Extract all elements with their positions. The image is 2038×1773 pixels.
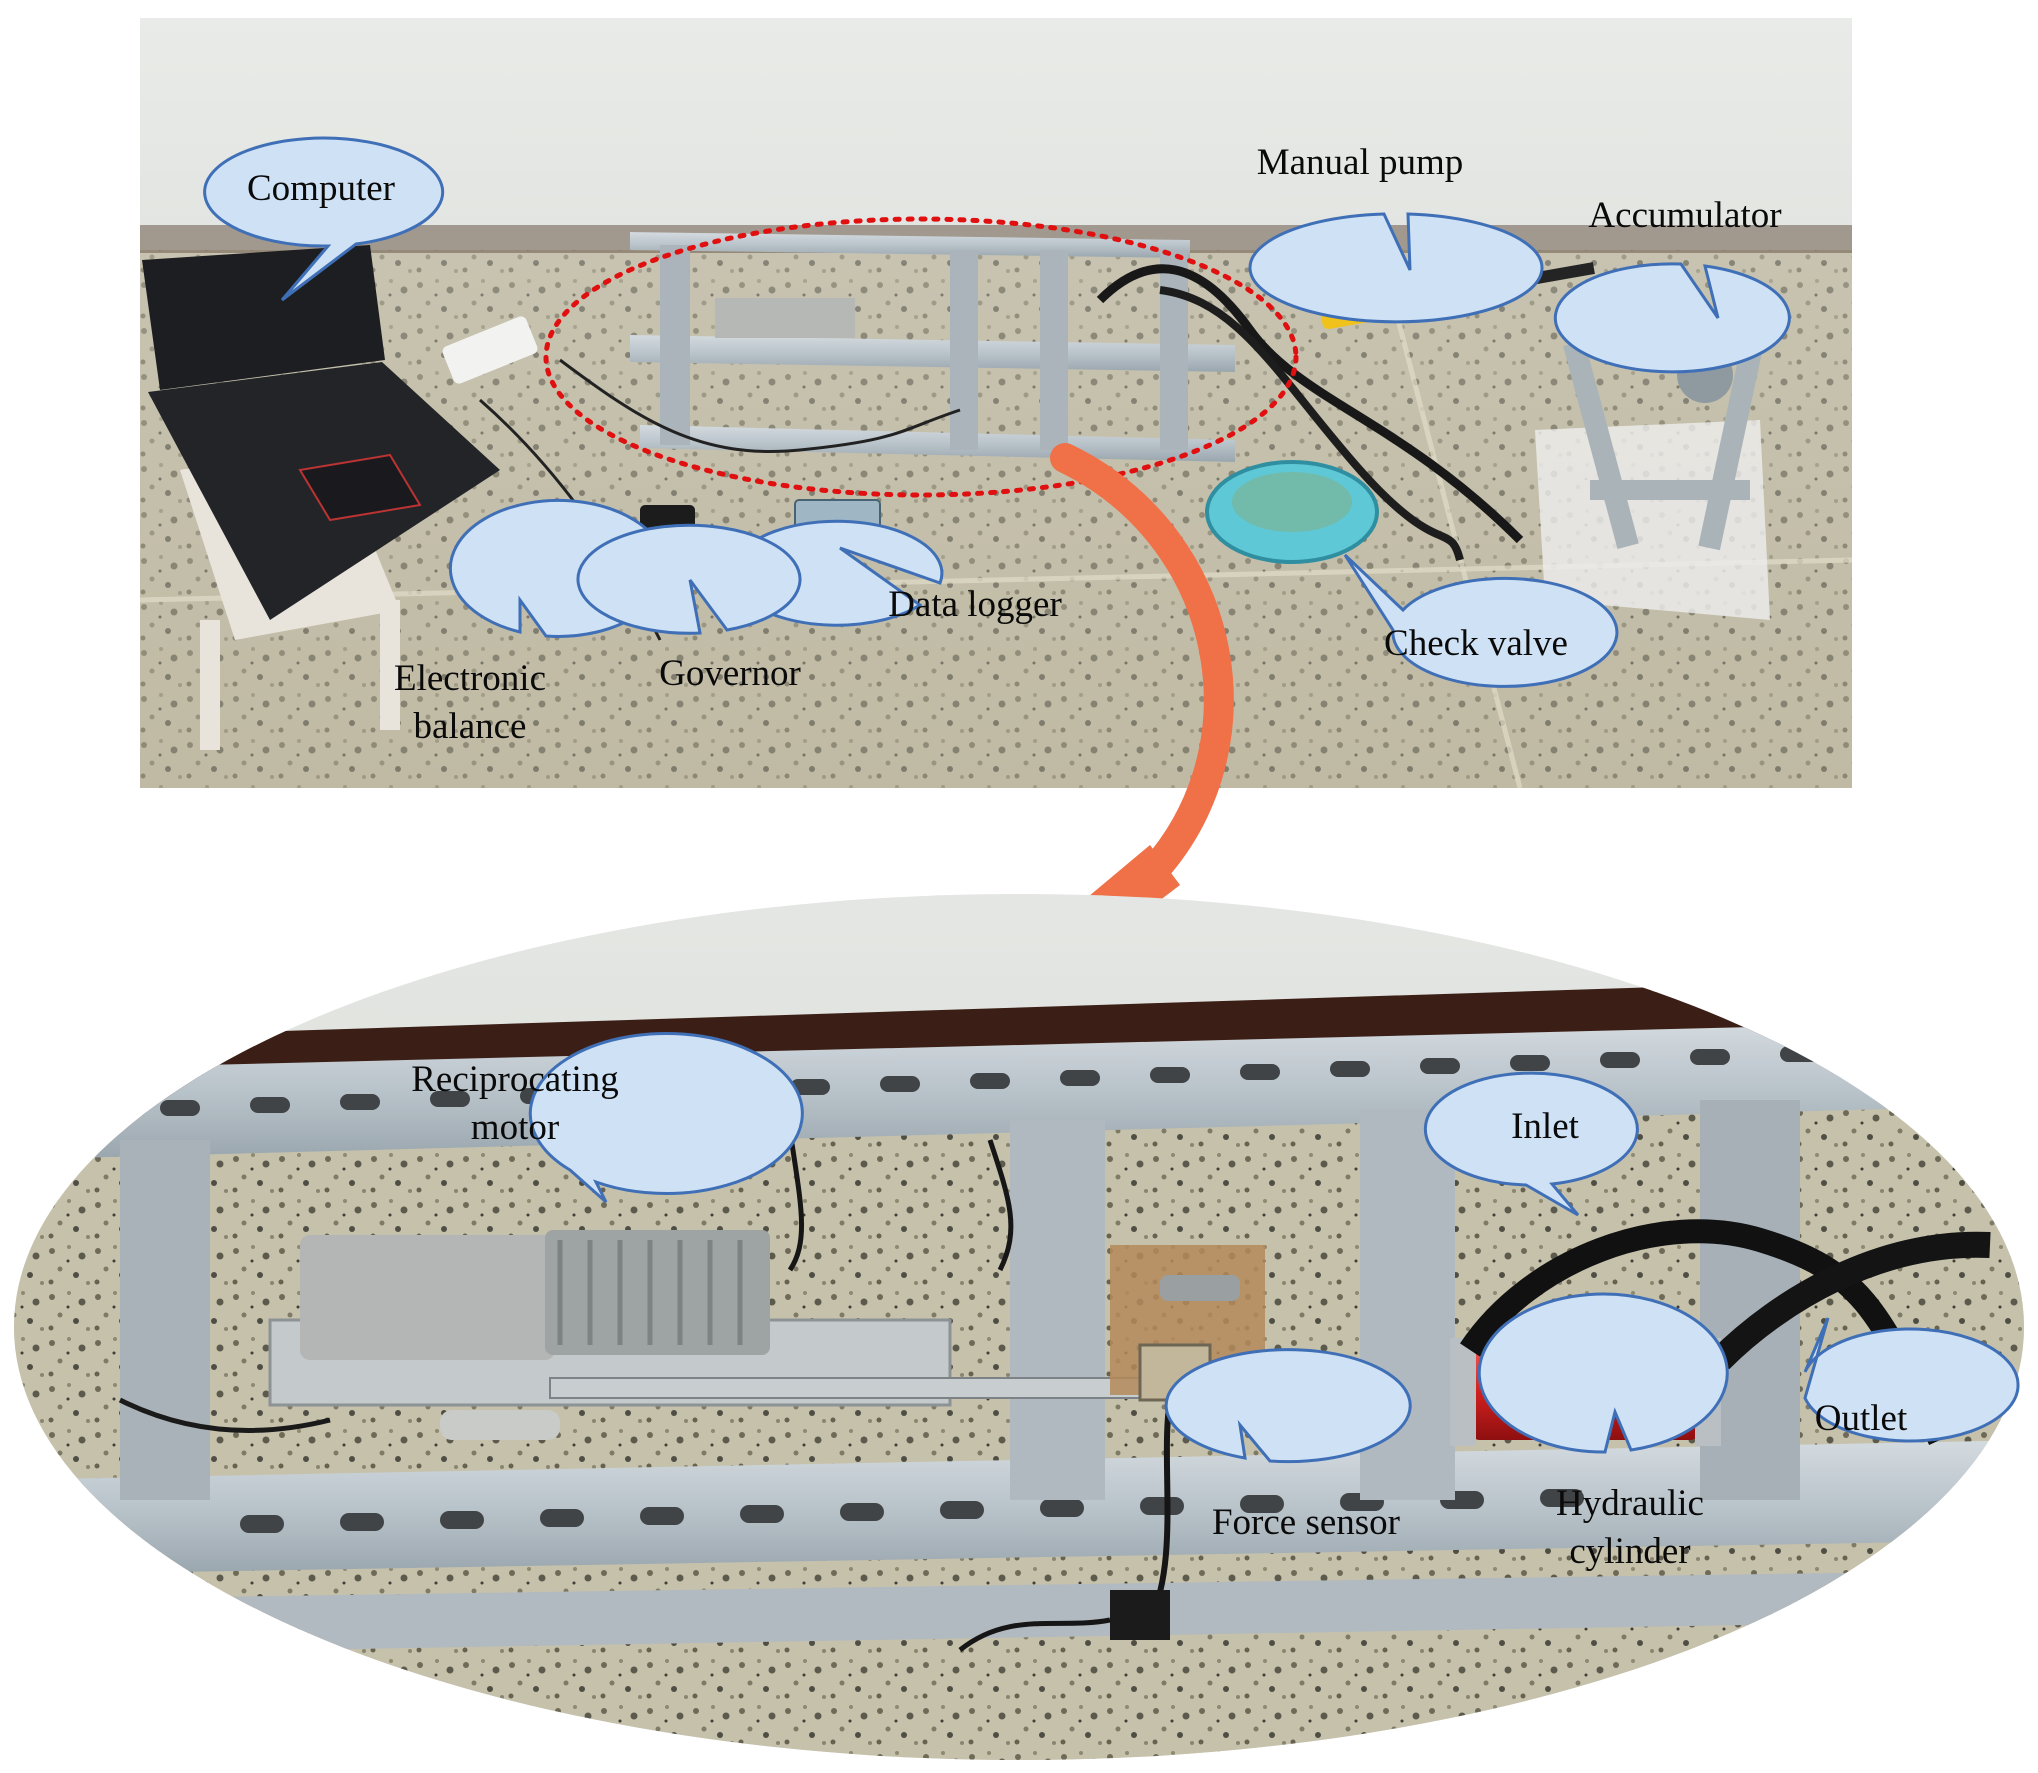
bubble-reciprocating-motor	[528, 1032, 804, 1204]
overview-photo	[140, 18, 1852, 788]
accumulator	[1535, 340, 1770, 620]
closeup-photo	[14, 894, 2024, 1760]
bubble-computer	[203, 136, 445, 302]
bubble-check-valve	[1343, 553, 1619, 688]
bubble-governor	[576, 523, 802, 635]
bubble-outlet	[1803, 1317, 2020, 1443]
highlight-ring	[543, 216, 1299, 498]
bubble-force-sensor	[1164, 1348, 1412, 1464]
laptop	[142, 245, 500, 750]
bubble-manual-pump	[1248, 212, 1544, 324]
callout-shapes	[203, 136, 2020, 1464]
bubble-inlet	[1423, 1071, 1639, 1217]
bubble-accumulator	[1553, 262, 1791, 374]
bubble-hydraulic-cylinder	[1477, 1292, 1729, 1454]
